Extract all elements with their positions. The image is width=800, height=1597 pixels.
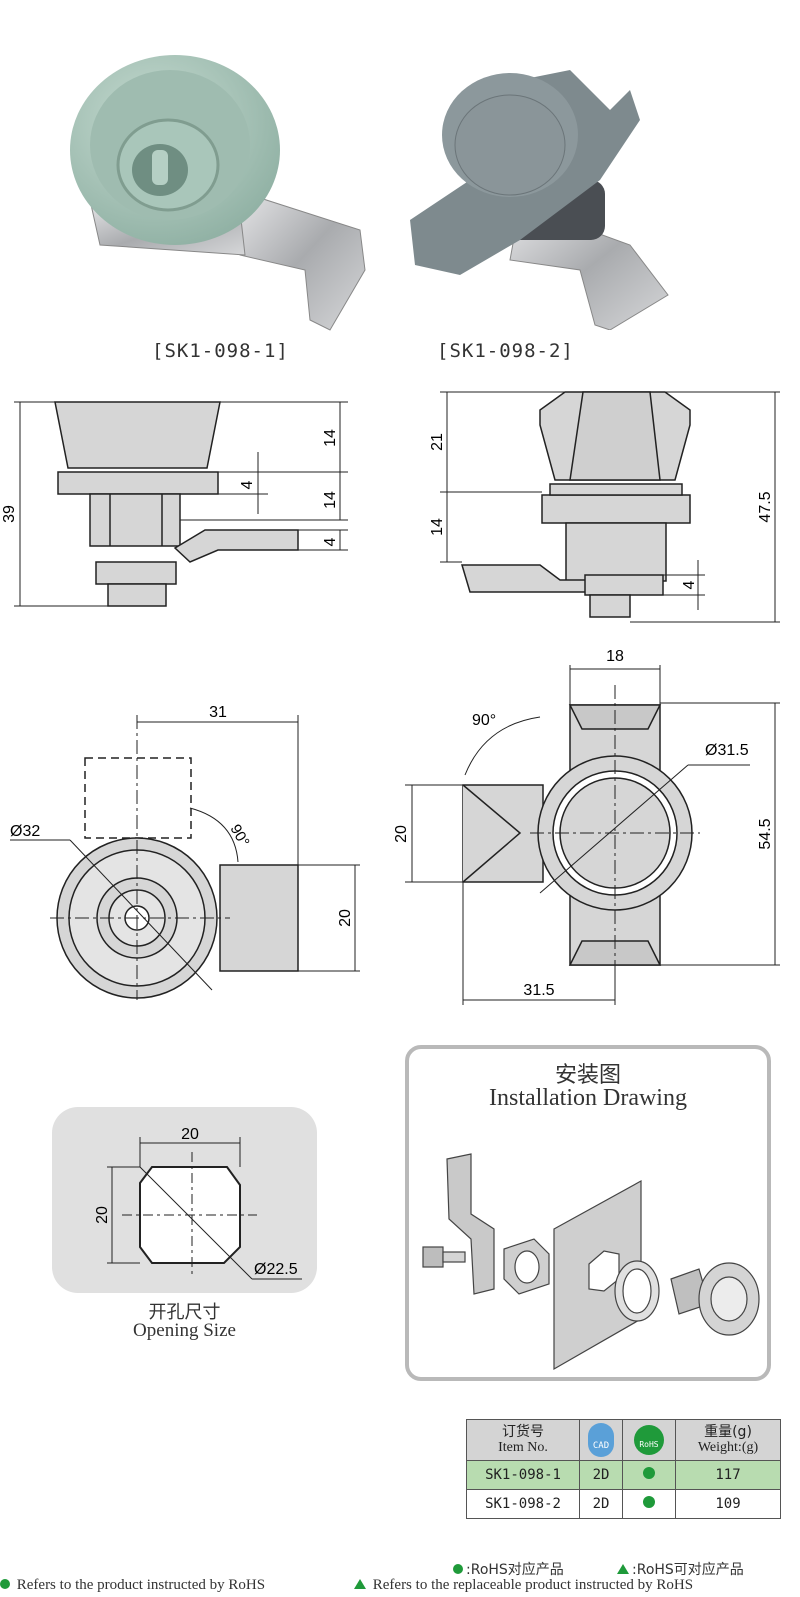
dim-top2-len: 31.5 — [523, 982, 554, 999]
opening-title-en: Opening Size — [133, 1320, 236, 1341]
cell-cad: 2D — [579, 1460, 623, 1490]
dim-opening-h: 20 — [94, 1206, 111, 1224]
product-photo-sk1-098-1 — [70, 55, 366, 331]
top-view-drawing-1: 31 Ø32 20 90° — [10, 704, 360, 1000]
rohs-icon: RoHS — [634, 1425, 664, 1455]
table-header-rohs: RoHS — [622, 1419, 676, 1461]
rohs-dot-icon — [643, 1496, 655, 1508]
table-header-weight: 重量(g) Weight:(g) — [675, 1419, 781, 1461]
dim-side1-top: 14 — [322, 429, 339, 447]
dim-side1-mid: 14 — [322, 491, 339, 509]
dim-side1-cam: 4 — [322, 537, 339, 546]
install-title-cn: 安装图 — [554, 1063, 621, 1088]
item-table: 订货号 Item No. CAD RoHS 重量(g) Weight:(g) S… — [466, 1419, 781, 1519]
legend-dot-en: Refers to the product instructed by RoHS — [0, 1577, 265, 1594]
rohs-dot-icon — [643, 1467, 655, 1479]
product-photo-sk1-098-2 — [410, 70, 669, 330]
dim-side1-nut: 4 — [239, 480, 256, 489]
installation-drawing-panel: 安装图 Installation Drawing — [405, 1045, 771, 1381]
cell-item: SK1-098-1 — [466, 1460, 580, 1490]
dim-top2-angle: 90° — [472, 712, 496, 729]
cell-weight: 109 — [675, 1489, 781, 1519]
opening-title-cn: 开孔尺寸 — [148, 1302, 221, 1323]
cell-item: SK1-098-2 — [466, 1489, 580, 1519]
cell-weight: 117 — [675, 1460, 781, 1490]
cell-rohs — [622, 1489, 676, 1519]
dim-top2-dia: Ø31.5 — [705, 742, 749, 759]
table-header-item: 订货号 Item No. — [466, 1419, 580, 1461]
product-caption-1: [SK1-098-1] — [152, 340, 289, 362]
green-dot-icon — [0, 1579, 10, 1589]
dim-side2-total: 47.5 — [757, 491, 774, 522]
dim-top1-dia: Ø32 — [10, 823, 40, 840]
green-triangle-icon — [354, 1579, 366, 1589]
cell-rohs — [622, 1460, 676, 1490]
legend-tri-cn: :RoHS可对应产品 — [617, 1559, 744, 1579]
installation-exploded-view — [422, 1153, 760, 1371]
table-row: SK1-098-1 2D 117 — [466, 1460, 781, 1490]
dim-top2-cam-w: 20 — [393, 825, 410, 843]
table-header-cad: CAD — [579, 1419, 623, 1461]
side-view-drawing-2: 21 14 47.5 4 — [429, 391, 780, 623]
dim-side2-cam: 4 — [681, 580, 698, 589]
cell-cad: 2D — [579, 1489, 623, 1519]
opening-size-drawing: 20 20 Ø22.5 — [52, 1107, 317, 1293]
product-caption-2: [SK1-098-2] — [437, 340, 574, 362]
cad-icon: CAD — [588, 1423, 614, 1457]
green-dot-icon — [453, 1564, 463, 1574]
dim-top1-angle: 90° — [227, 822, 253, 850]
dim-side2-bot: 14 — [429, 518, 446, 536]
dim-top1-len: 31 — [209, 704, 227, 721]
table-row: SK1-098-2 2D 109 — [466, 1489, 781, 1519]
dim-top2-height: 54.5 — [757, 818, 774, 849]
install-title-en: Installation Drawing — [489, 1085, 687, 1111]
top-view-drawing-2: 18 Ø31.5 54.5 20 31.5 90° — [393, 648, 780, 1005]
legend-dot-cn: :RoHS对应产品 — [453, 1559, 564, 1579]
dim-side2-top: 21 — [429, 433, 446, 451]
green-triangle-icon — [617, 1564, 629, 1574]
dim-top2-width: 18 — [606, 648, 624, 665]
legend-tri-en: Refers to the replaceable product instru… — [354, 1577, 693, 1594]
dim-opening-w: 20 — [181, 1126, 199, 1143]
dim-top1-width: 20 — [337, 909, 354, 927]
side-view-drawing-1: 39 14 4 14 4 — [1, 401, 348, 607]
dim-side1-total: 39 — [1, 505, 18, 523]
dim-opening-dia: Ø22.5 — [254, 1261, 298, 1278]
